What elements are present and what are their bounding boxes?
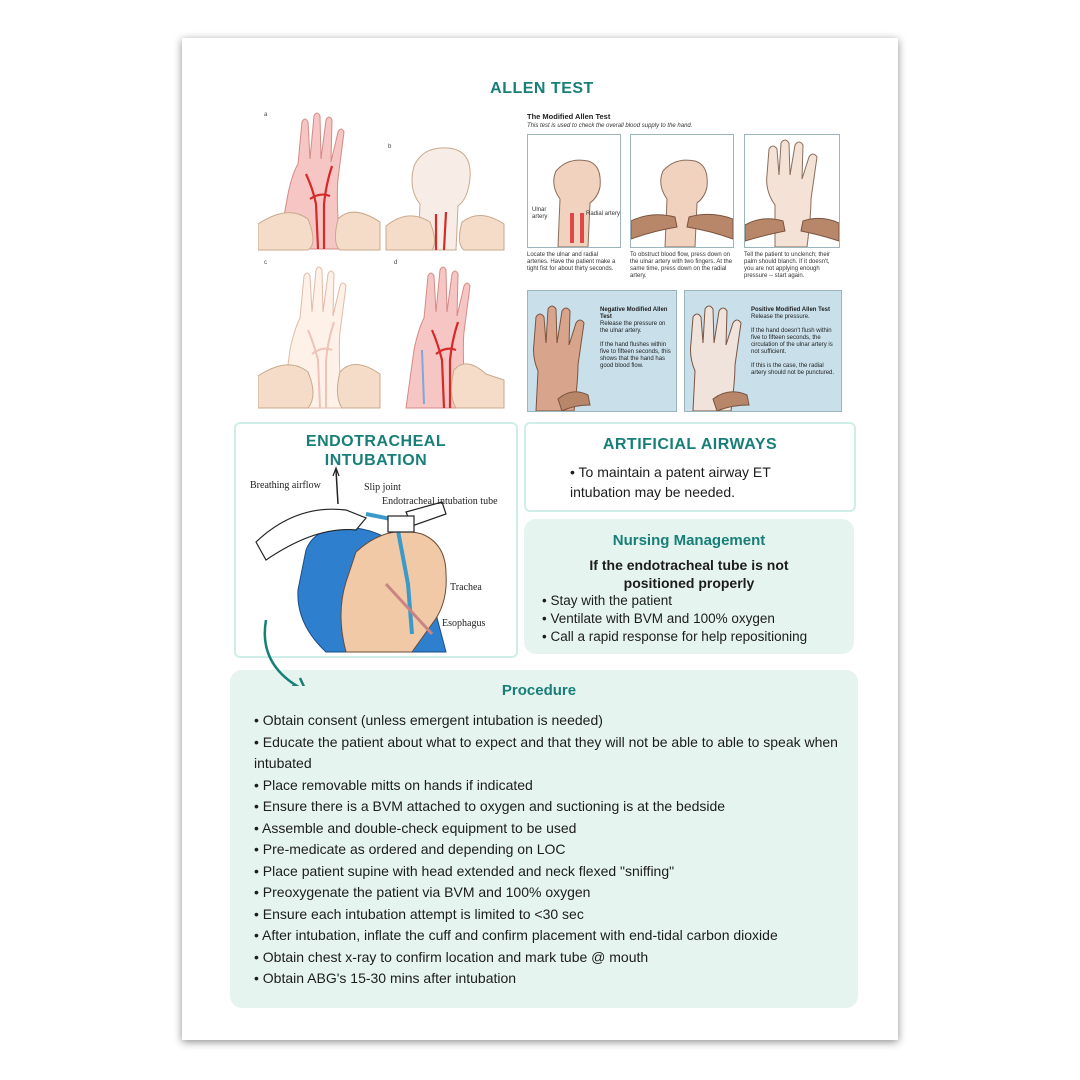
positive-line-3: If this is the case, the radial artery s… [751,363,835,376]
positive-result-box: Positive Modified Allen Test Release the… [684,290,842,412]
list-item: After intubation, inflate the cuff and c… [254,925,850,947]
negative-hand-illustration [533,305,591,411]
list-item: Preoxygenate the patient via BVM and 100… [254,882,850,904]
positive-title: Positive Modified Allen Test [751,307,831,313]
radial-artery-label: Radial artery [586,211,621,217]
panel-letter-c: c [264,260,267,266]
positive-hand-illustration [690,305,750,411]
nursing-management-list: Stay with the patient Ventilate with BVM… [542,592,807,646]
list-item: Stay with the patient [542,592,807,610]
step-2-image [630,134,734,248]
bullet-glyph: • [570,464,579,480]
modified-allen-test-figure: The Modified Allen Test This test is use… [524,108,844,414]
curved-arrow-icon [263,619,306,686]
list-item: Educate the patient about what to expect… [254,732,850,775]
procedure-list: Obtain consent (unless emergent intubati… [254,710,850,990]
panel-letter-d: d [394,260,397,266]
step-1-caption: Locate the ulnar and radial arteries. Ha… [527,252,616,272]
list-item: Ensure there is a BVM attached to oxygen… [254,796,850,818]
negative-line-1: Release the pressure on the ulnar artery… [600,321,666,334]
slip-joint-label: Slip joint [364,482,401,493]
intubation-diagram [255,466,447,653]
panel-letter-a: a [264,112,268,118]
procedure-panel: Procedure Obtain consent (unless emergen… [230,670,858,1008]
artificial-airways-title: ARTIFICIAL AIRWAYS [602,436,778,453]
artificial-airways-panel: ARTIFICIAL AIRWAYS • To maintain a paten… [524,422,856,512]
list-item: Obtain chest x-ray to confirm location a… [254,947,850,969]
open-palm-illustration [744,139,840,248]
list-item: Pre-medicate as ordered and depending on… [254,839,850,861]
list-item: Place removable mitts on hands if indica… [254,775,850,797]
ulnar-artery-label: Ulnar artery [532,207,548,220]
hand-panel-c [257,256,381,409]
negative-result-box: Negative Modified Allen Test Release the… [527,290,677,412]
hand-arteries-figure: a b c d [257,108,505,409]
panel-letter-b: b [388,144,392,150]
nursing-management-panel: Nursing Management If the endotracheal t… [524,519,854,654]
fist-pressed-illustration [630,159,734,248]
list-item: Ensure each intubation attempt is limite… [254,904,850,926]
esophagus-label: Esophagus [442,618,486,629]
positive-line-1: Release the pressure. [751,314,810,320]
endotracheal-intubation-panel: ENDOTRACHEAL INTUBATION Breathing airflo… [234,422,518,658]
step-2-caption: To obstruct blood flow, press down on th… [630,252,733,279]
negative-line-2: If the hand flushes within five to fifte… [600,342,671,369]
hand-panel-d [386,256,505,409]
negative-title: Negative Modified Allen Test [600,307,668,320]
list-item: Ventilate with BVM and 100% oxygen [542,610,807,628]
nursing-management-subtitle: If the endotracheal tube is not position… [589,557,789,591]
breathing-airflow-label: Breathing airflow [250,480,321,491]
positive-line-2: If the hand doesn't flush within five to… [751,328,833,355]
worksheet-page: ALLEN TEST [182,38,898,1040]
step-1-image: Ulnar artery Radial artery [527,134,621,248]
modified-allen-subtitle: This test is used to check the overall b… [527,123,693,129]
list-item: Obtain ABG's 15-30 mins after intubation [254,968,850,990]
step-3-caption: Tell the patient to unclench; their palm… [744,252,831,279]
hand-panel-a [257,108,381,251]
list-item: Call a rapid response for help repositio… [542,628,807,646]
allen-hand-illustrations: a b c d [257,104,508,412]
hand-panel-b [385,108,505,251]
airways-text-body: To maintain a patent airway ET intubatio… [570,464,771,500]
list-item: Place patient supine with head extended … [254,861,850,883]
modified-allen-title: The Modified Allen Test [527,112,611,121]
nursing-management-title: Nursing Management [612,532,766,549]
trachea-label: Trachea [450,582,482,593]
positive-result-text: Positive Modified Allen Test Release the… [751,307,839,377]
endotracheal-intubation-title: ENDOTRACHEAL INTUBATION [305,433,447,469]
list-item: Obtain consent (unless emergent intubati… [254,710,850,732]
fist-illustration [553,159,601,248]
tube-label: Endotracheal intubation tube [382,496,498,507]
step-3-image [744,134,840,248]
procedure-title: Procedure [501,682,577,699]
allen-test-title: ALLEN TEST [490,80,594,97]
artificial-airways-text: • To maintain a patent airway ET intubat… [570,462,820,502]
negative-result-text: Negative Modified Allen Test Release the… [600,307,674,370]
list-item: Assemble and double-check equipment to b… [254,818,850,840]
